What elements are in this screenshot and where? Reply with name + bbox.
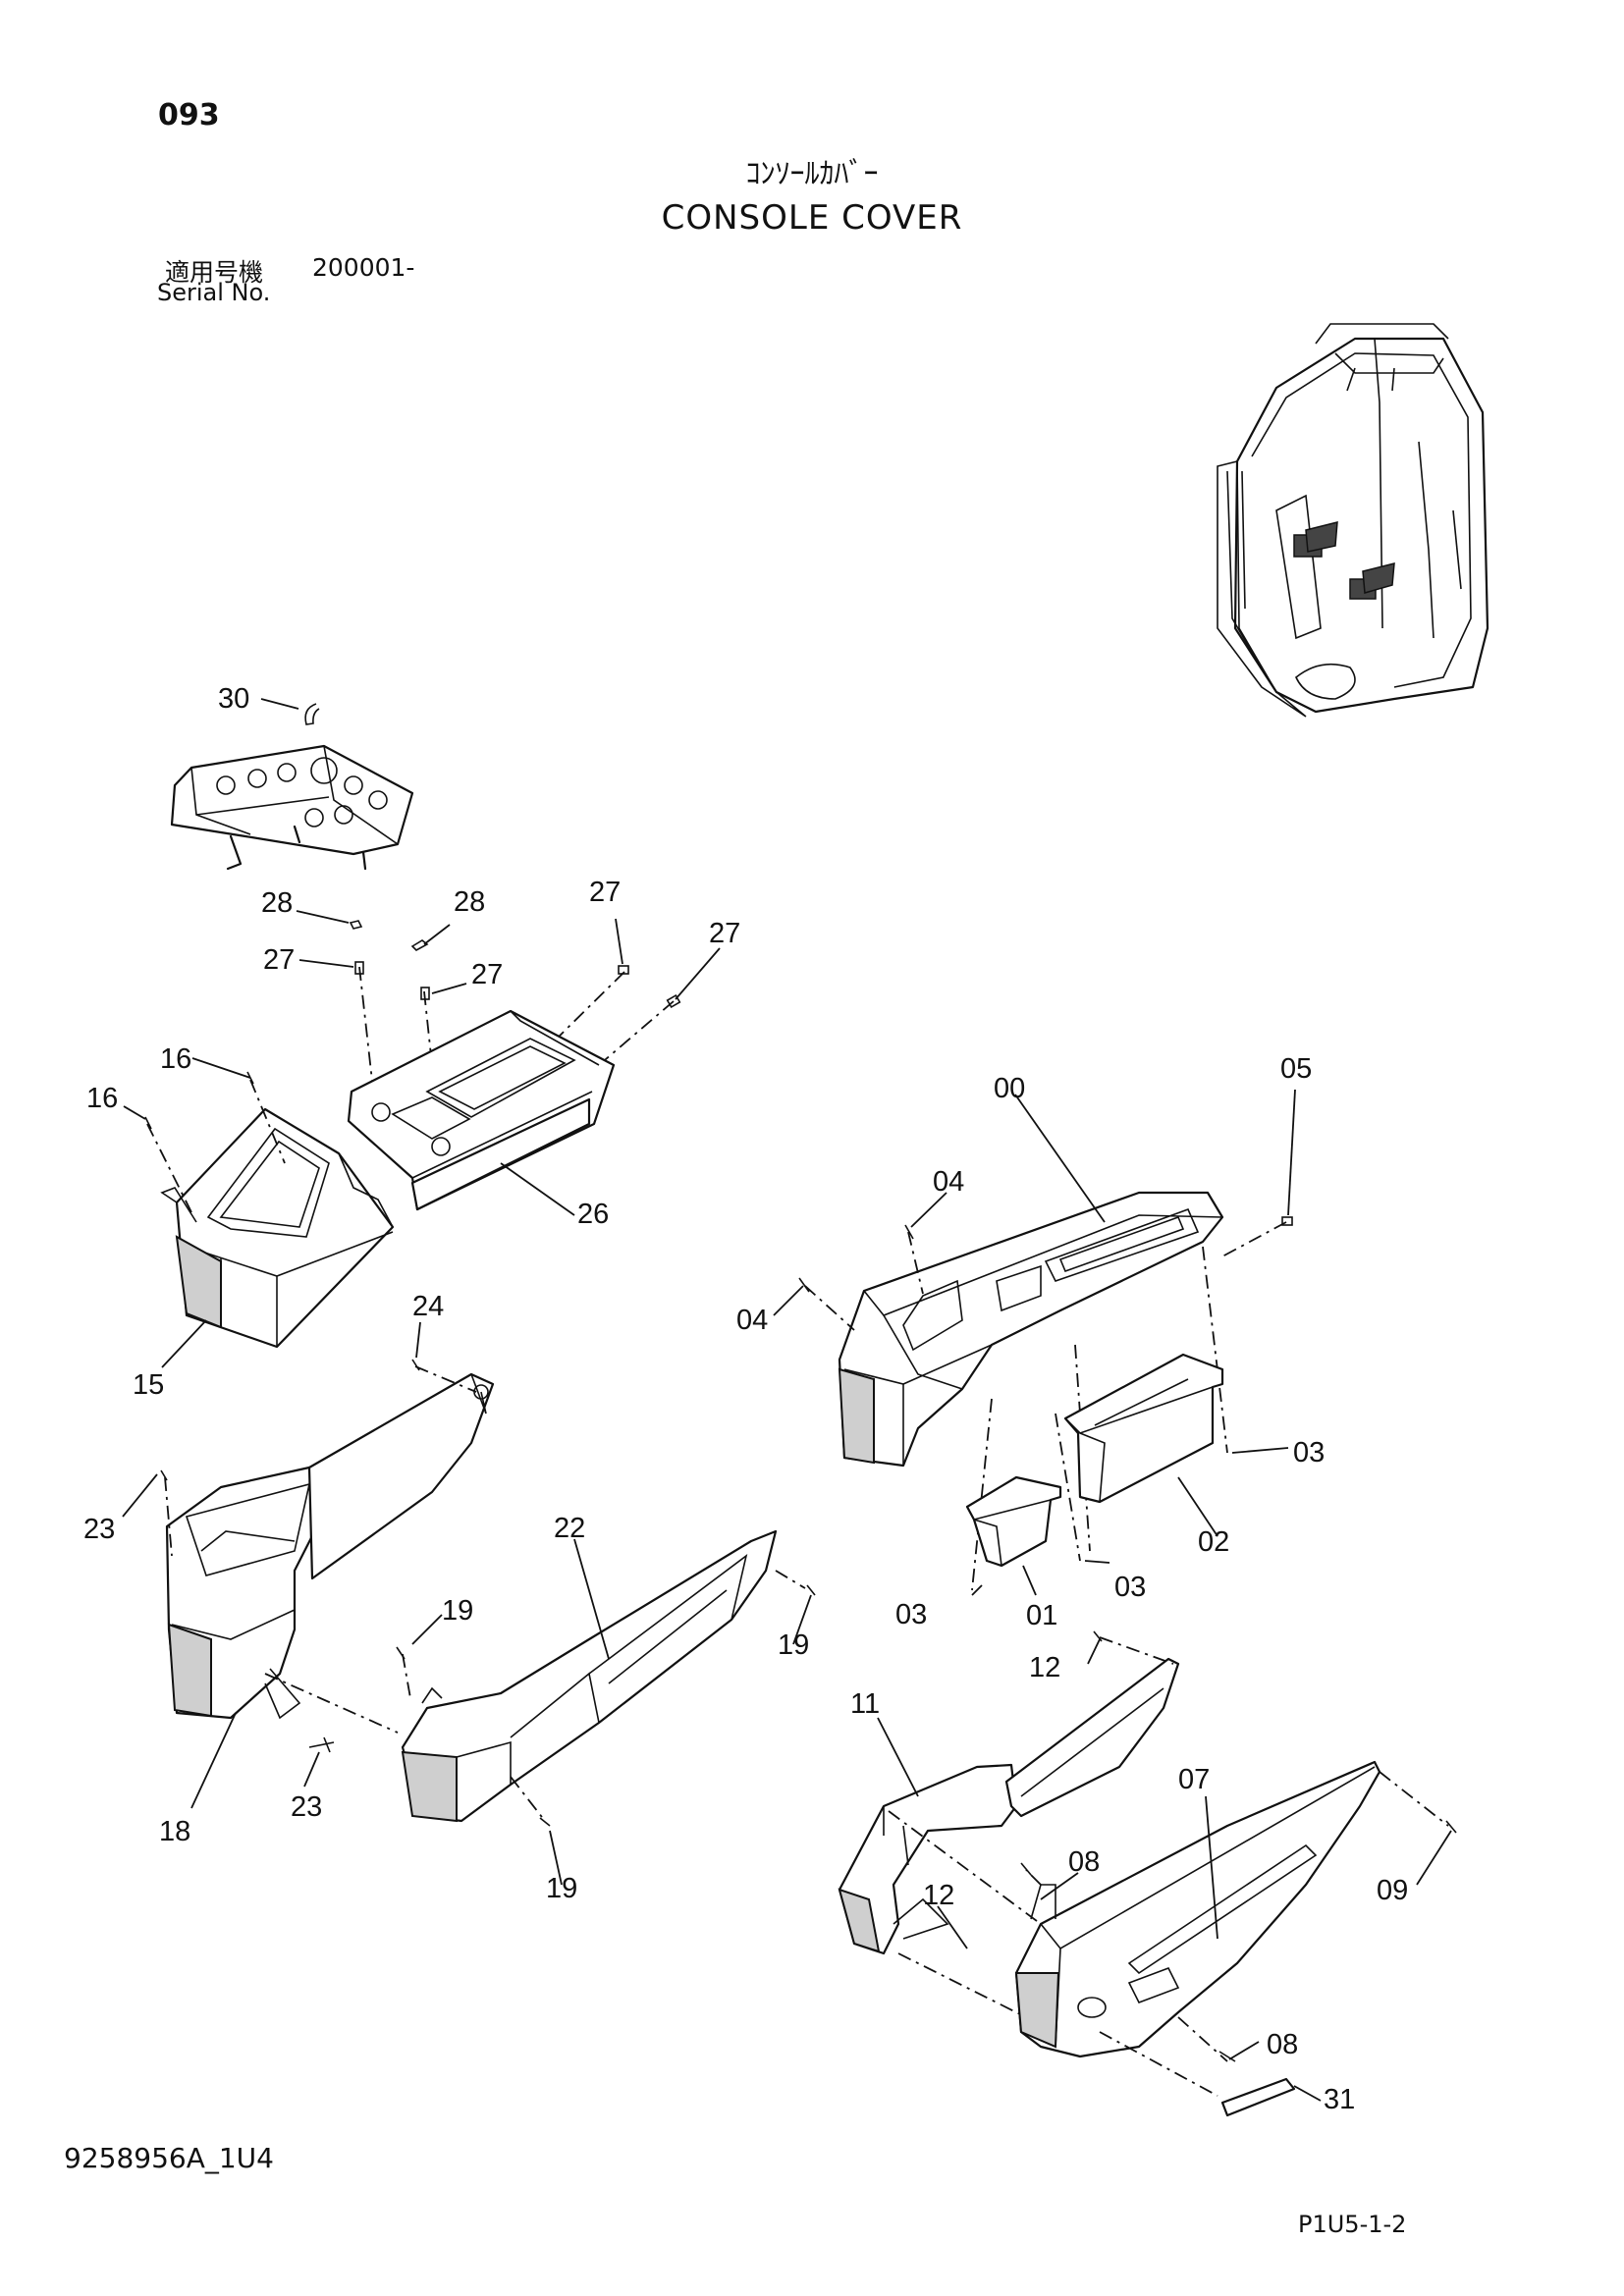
callout-02: 02 xyxy=(1198,1526,1229,1558)
top-plate-part xyxy=(347,1009,616,1211)
callout-04: 04 xyxy=(933,1166,964,1198)
page-reference: P1U5-1-2 xyxy=(1298,2211,1407,2238)
serial-label-english: Serial No. xyxy=(157,279,271,306)
callout-04: 04 xyxy=(736,1305,768,1336)
document-code: 9258956A_1U4 xyxy=(64,2142,274,2174)
callout-01: 01 xyxy=(1026,1600,1057,1631)
fasteners-upper xyxy=(349,920,681,1091)
strip-part xyxy=(1220,2077,1296,2117)
callout-labels: 30 28 28 27 27 27 27 16 16 26 15 24 23 2… xyxy=(83,683,1408,2115)
cab-overview-illustration xyxy=(1217,323,1489,718)
callout-30: 30 xyxy=(218,683,249,715)
callout-27: 27 xyxy=(263,944,295,976)
callout-00: 00 xyxy=(994,1073,1025,1104)
front-console-part xyxy=(160,1107,395,1349)
callout-18: 18 xyxy=(159,1816,190,1847)
callout-03: 03 xyxy=(895,1599,927,1630)
callout-22: 22 xyxy=(554,1513,585,1544)
callout-12: 12 xyxy=(1029,1652,1060,1683)
callout-26: 26 xyxy=(577,1199,609,1230)
small-tray-part xyxy=(965,1475,1062,1568)
callout-23: 23 xyxy=(83,1514,115,1545)
callout-08: 08 xyxy=(1267,2029,1298,2060)
serial-label-japanese: 適用号機 xyxy=(165,258,264,287)
callout-16: 16 xyxy=(86,1083,118,1114)
page-number: 093 xyxy=(158,98,220,133)
callout-27: 27 xyxy=(709,918,740,949)
callout-28: 28 xyxy=(454,886,485,918)
callout-16: 16 xyxy=(160,1043,191,1075)
title-english: CONSOLE COVER xyxy=(661,198,963,238)
main-console-part xyxy=(838,1191,1224,1468)
callout-19: 19 xyxy=(778,1629,809,1661)
title-japanese: ｺﾝｿｰﾙｶﾊﾞｰ xyxy=(745,157,879,191)
callout-12: 12 xyxy=(923,1880,954,1911)
middle-side-cover-part xyxy=(401,1529,778,1823)
callout-27: 27 xyxy=(589,877,621,908)
callout-03: 03 xyxy=(1293,1437,1325,1468)
serial-range: 200001- xyxy=(312,253,415,282)
callout-09: 09 xyxy=(1377,1875,1408,1906)
callout-28: 28 xyxy=(261,887,293,919)
callout-03: 03 xyxy=(1114,1572,1146,1603)
callout-11: 11 xyxy=(850,1688,880,1720)
callout-31: 31 xyxy=(1324,2084,1355,2115)
callout-19: 19 xyxy=(546,1873,577,1904)
callout-24: 24 xyxy=(412,1291,444,1322)
callout-08: 08 xyxy=(1068,1846,1100,1878)
callout-19: 19 xyxy=(442,1595,473,1627)
callout-15: 15 xyxy=(133,1369,164,1401)
right-front-cover-part xyxy=(838,1657,1180,1955)
callout-07: 07 xyxy=(1178,1764,1210,1795)
callout-27: 27 xyxy=(471,959,503,990)
left-side-cover-part xyxy=(165,1372,495,1720)
large-tray-part xyxy=(1063,1353,1224,1504)
switch-panel-part xyxy=(170,703,414,871)
right-rear-cover-part xyxy=(1014,1760,1381,2058)
callout-05: 05 xyxy=(1280,1053,1312,1085)
callout-23: 23 xyxy=(291,1791,322,1823)
